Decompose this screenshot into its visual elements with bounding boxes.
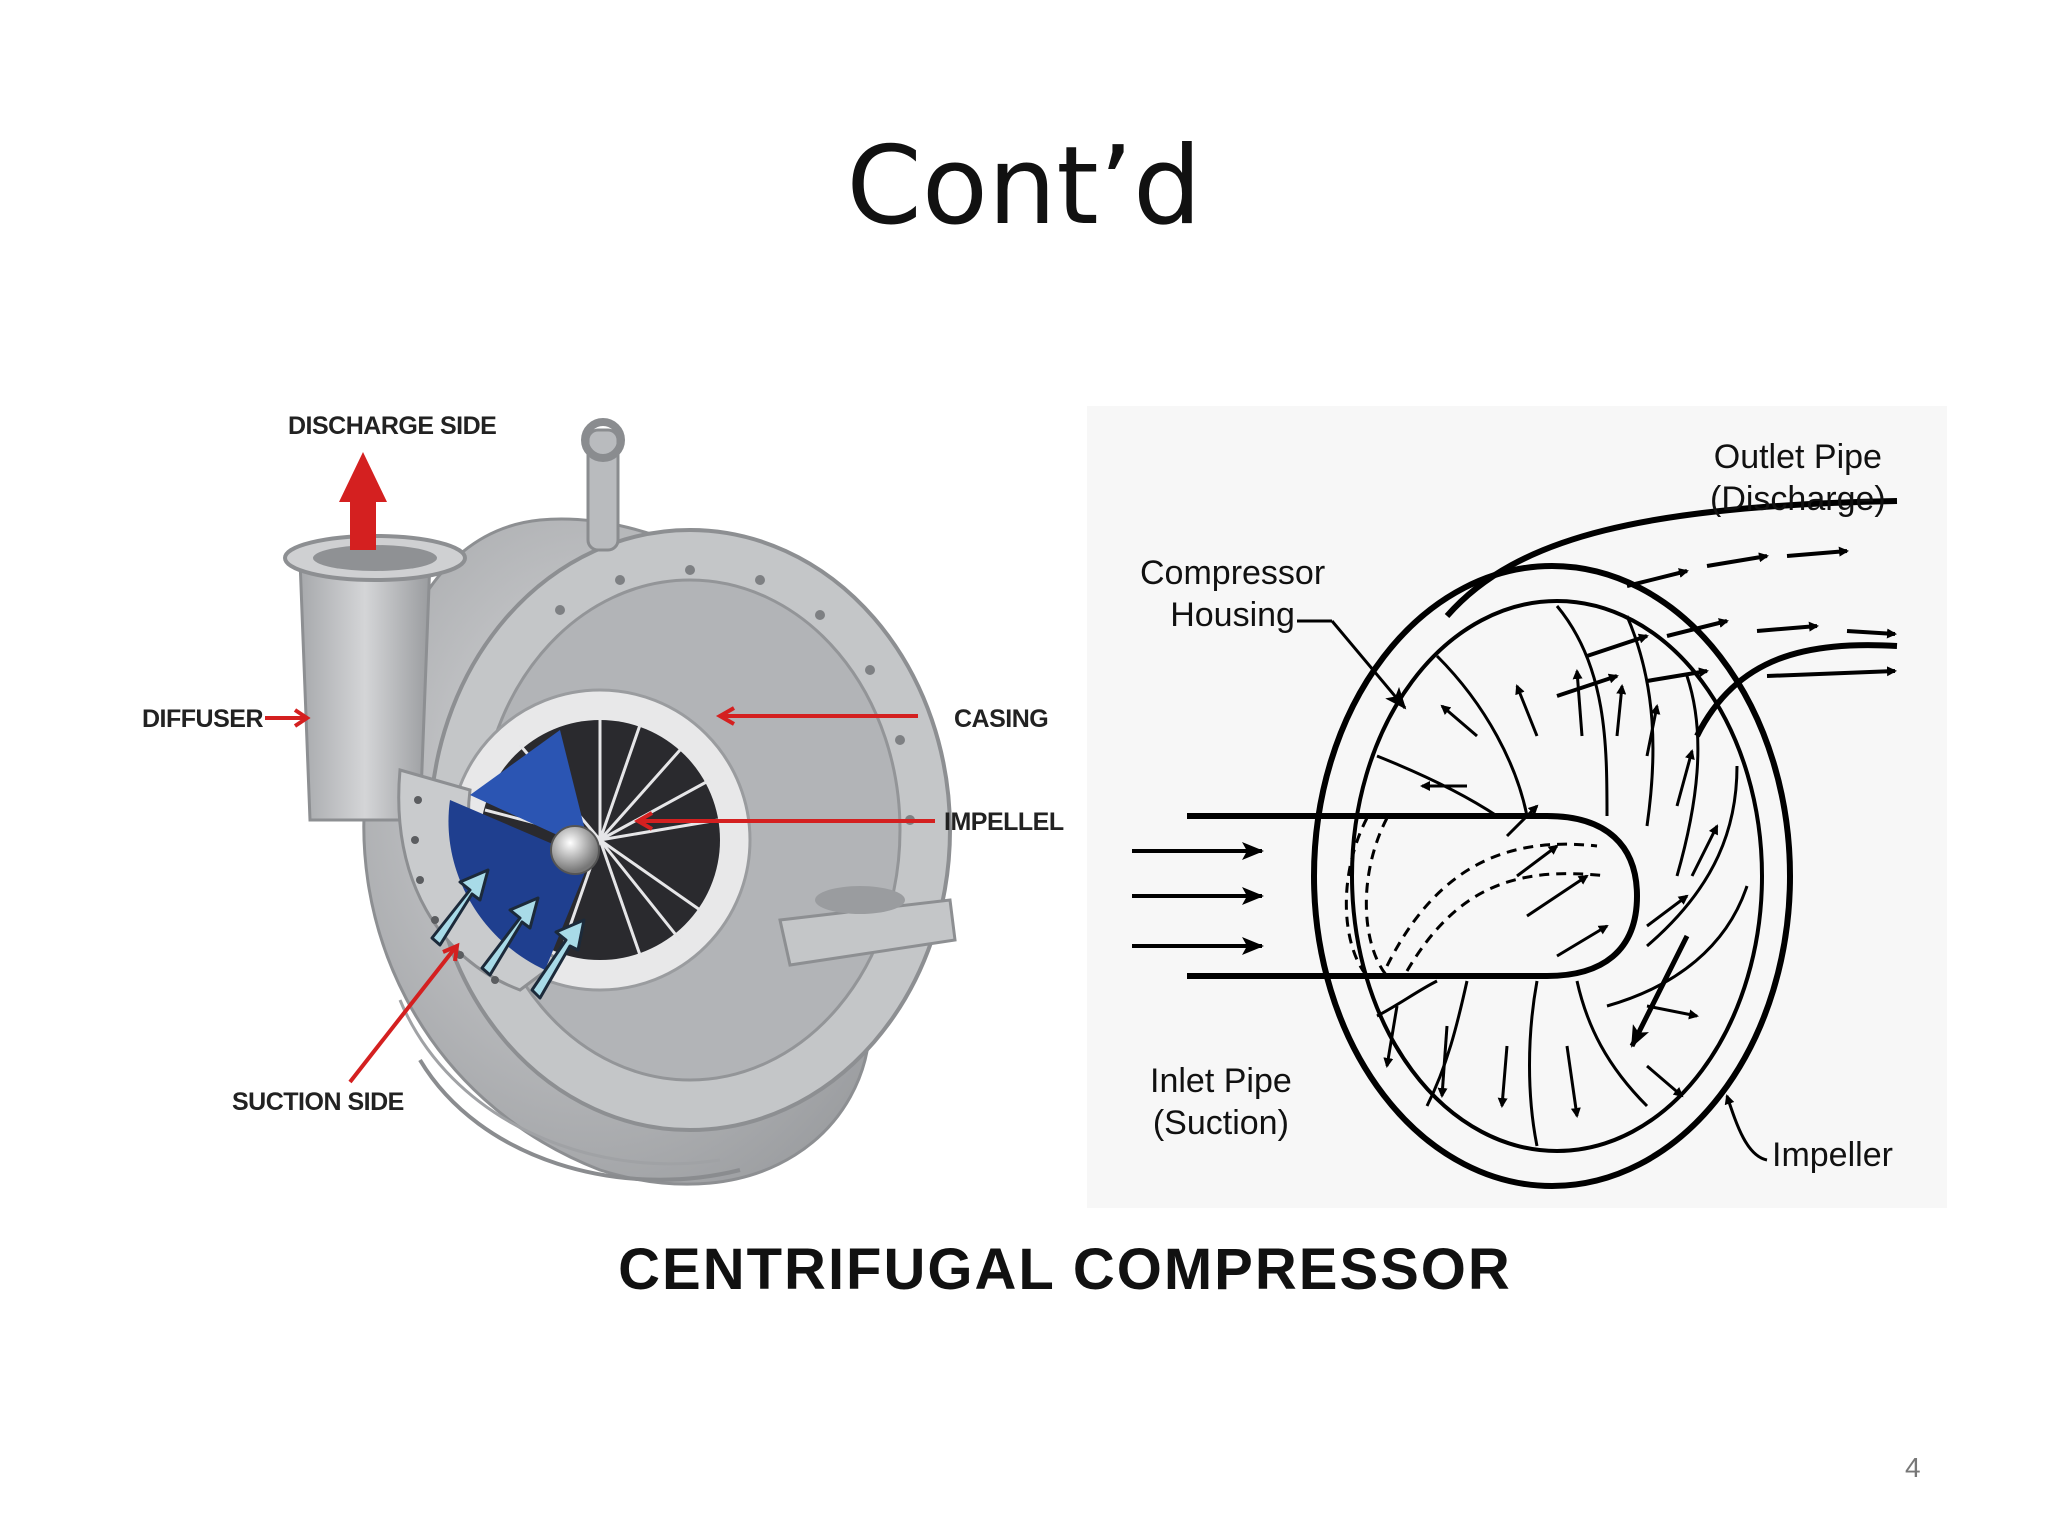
label-casing: CASING [954, 705, 1049, 733]
label-inlet-pipe-text: Inlet Pipe (Suction) [1150, 1062, 1292, 1142]
label-inlet-pipe: Inlet Pipe (Suction) [1150, 1060, 1292, 1144]
page-number: 4 [1905, 1452, 1921, 1483]
label-discharge-side: DISCHARGE SIDE [288, 412, 497, 440]
label-outlet-pipe-text: Outlet Pipe (Discharge) [1710, 438, 1886, 518]
slide-title: Cont’d [846, 124, 1202, 249]
label-outlet-pipe: Outlet Pipe (Discharge) [1710, 436, 1886, 520]
discharge-arrow [339, 452, 387, 550]
label-impeller-3d: IMPELLEL [944, 808, 1064, 836]
label-compressor-housing: Compressor Housing [1140, 552, 1325, 636]
label-impeller-diagram: Impeller [1772, 1136, 1893, 1174]
label-diffuser: DIFFUSER [142, 705, 264, 733]
label-suction-side: SUCTION SIDE [232, 1088, 404, 1116]
label-compressor-housing-text: Compressor Housing [1140, 554, 1326, 634]
figure-caption: CENTRIFUGAL COMPRESSOR [618, 1237, 1512, 1302]
compressor-3d-illustration [265, 418, 957, 1186]
compressor-flow-diagram [1087, 406, 1947, 1208]
